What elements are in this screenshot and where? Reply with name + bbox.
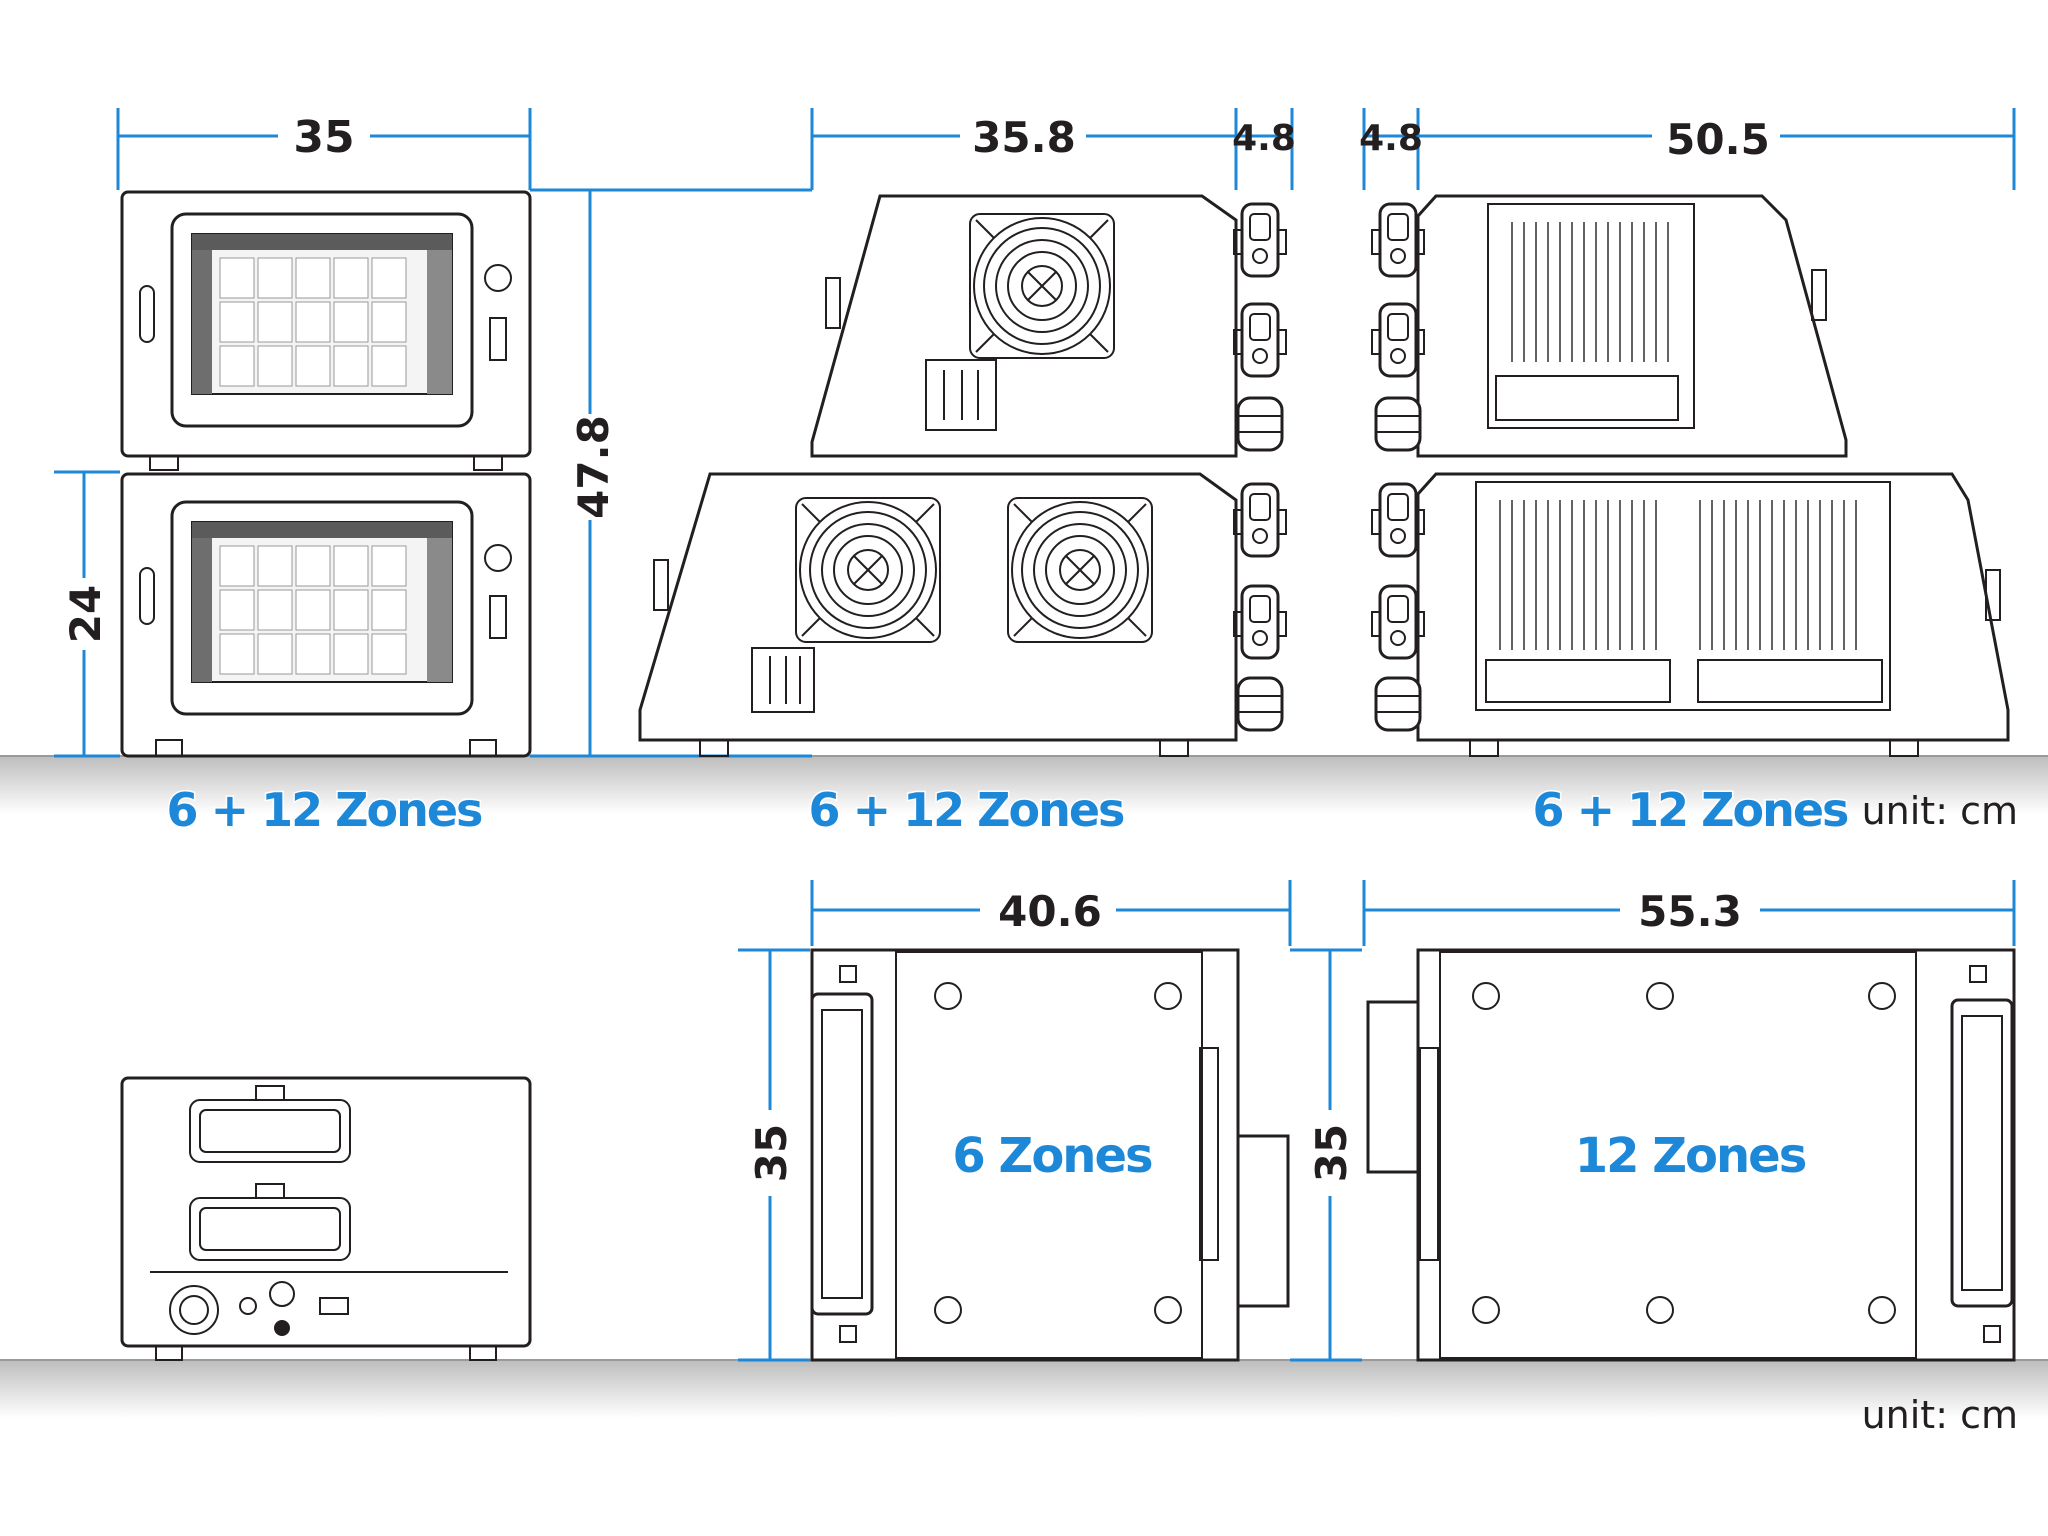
top-view-6-zones: [810, 948, 1290, 1362]
svg-text:40.6: 40.6: [998, 887, 1102, 936]
svg-text:50.5: 50.5: [1666, 115, 1770, 164]
svg-text:35: 35: [747, 1124, 796, 1182]
top-view-12-zones: [1366, 948, 2016, 1362]
top-view-12-label: 12 Zones: [1575, 1128, 1806, 1184]
dim-top6-width: 35: [738, 948, 810, 1362]
dim-top12-width: 35: [1288, 880, 1362, 1362]
dim-top12-depth: 55.3: [1362, 880, 2016, 946]
side-view-6-label: 6 + 12 Zones: [809, 783, 1125, 837]
dim-top6-depth: 40.6: [810, 880, 1292, 946]
front-view-label: 6 + 12 Zones: [167, 783, 483, 837]
svg-text:4.8: 4.8: [1359, 118, 1423, 159]
front-view-stacked: [120, 190, 532, 758]
svg-text:4.8: 4.8: [1232, 118, 1296, 159]
svg-text:35.8: 35.8: [972, 113, 1076, 162]
side-view-12-zones: [1370, 194, 2010, 757]
svg-text:35: 35: [293, 112, 354, 163]
dim-side6-connector: 4.8: [1232, 108, 1296, 190]
dim-side12-depth: 50.5: [1418, 108, 2016, 190]
svg-text:35: 35: [1307, 1124, 1356, 1182]
dim-total-height: 47.8: [530, 188, 812, 758]
svg-text:55.3: 55.3: [1638, 887, 1742, 936]
ground-band-bottom: [0, 1360, 2048, 1418]
side-view-12-label: 6 + 12 Zones: [1533, 783, 1849, 837]
dim-side6-depth: 35.8: [810, 108, 1238, 190]
dim-lower-height: 24: [54, 470, 120, 758]
dim-front-width: 35: [116, 108, 532, 190]
top-view-6-label: 6 Zones: [952, 1128, 1152, 1184]
side-view-6-zones: [638, 194, 1288, 757]
ground-band-top: [0, 756, 2048, 814]
dim-side12-connector: 4.8: [1359, 108, 1423, 190]
svg-text:24: 24: [61, 585, 110, 643]
unit-label-bottom: unit: cm: [1862, 1393, 2018, 1437]
svg-text:47.8: 47.8: [569, 415, 618, 519]
unit-label-top: unit: cm: [1862, 789, 2018, 833]
rear-view: [120, 1076, 532, 1361]
